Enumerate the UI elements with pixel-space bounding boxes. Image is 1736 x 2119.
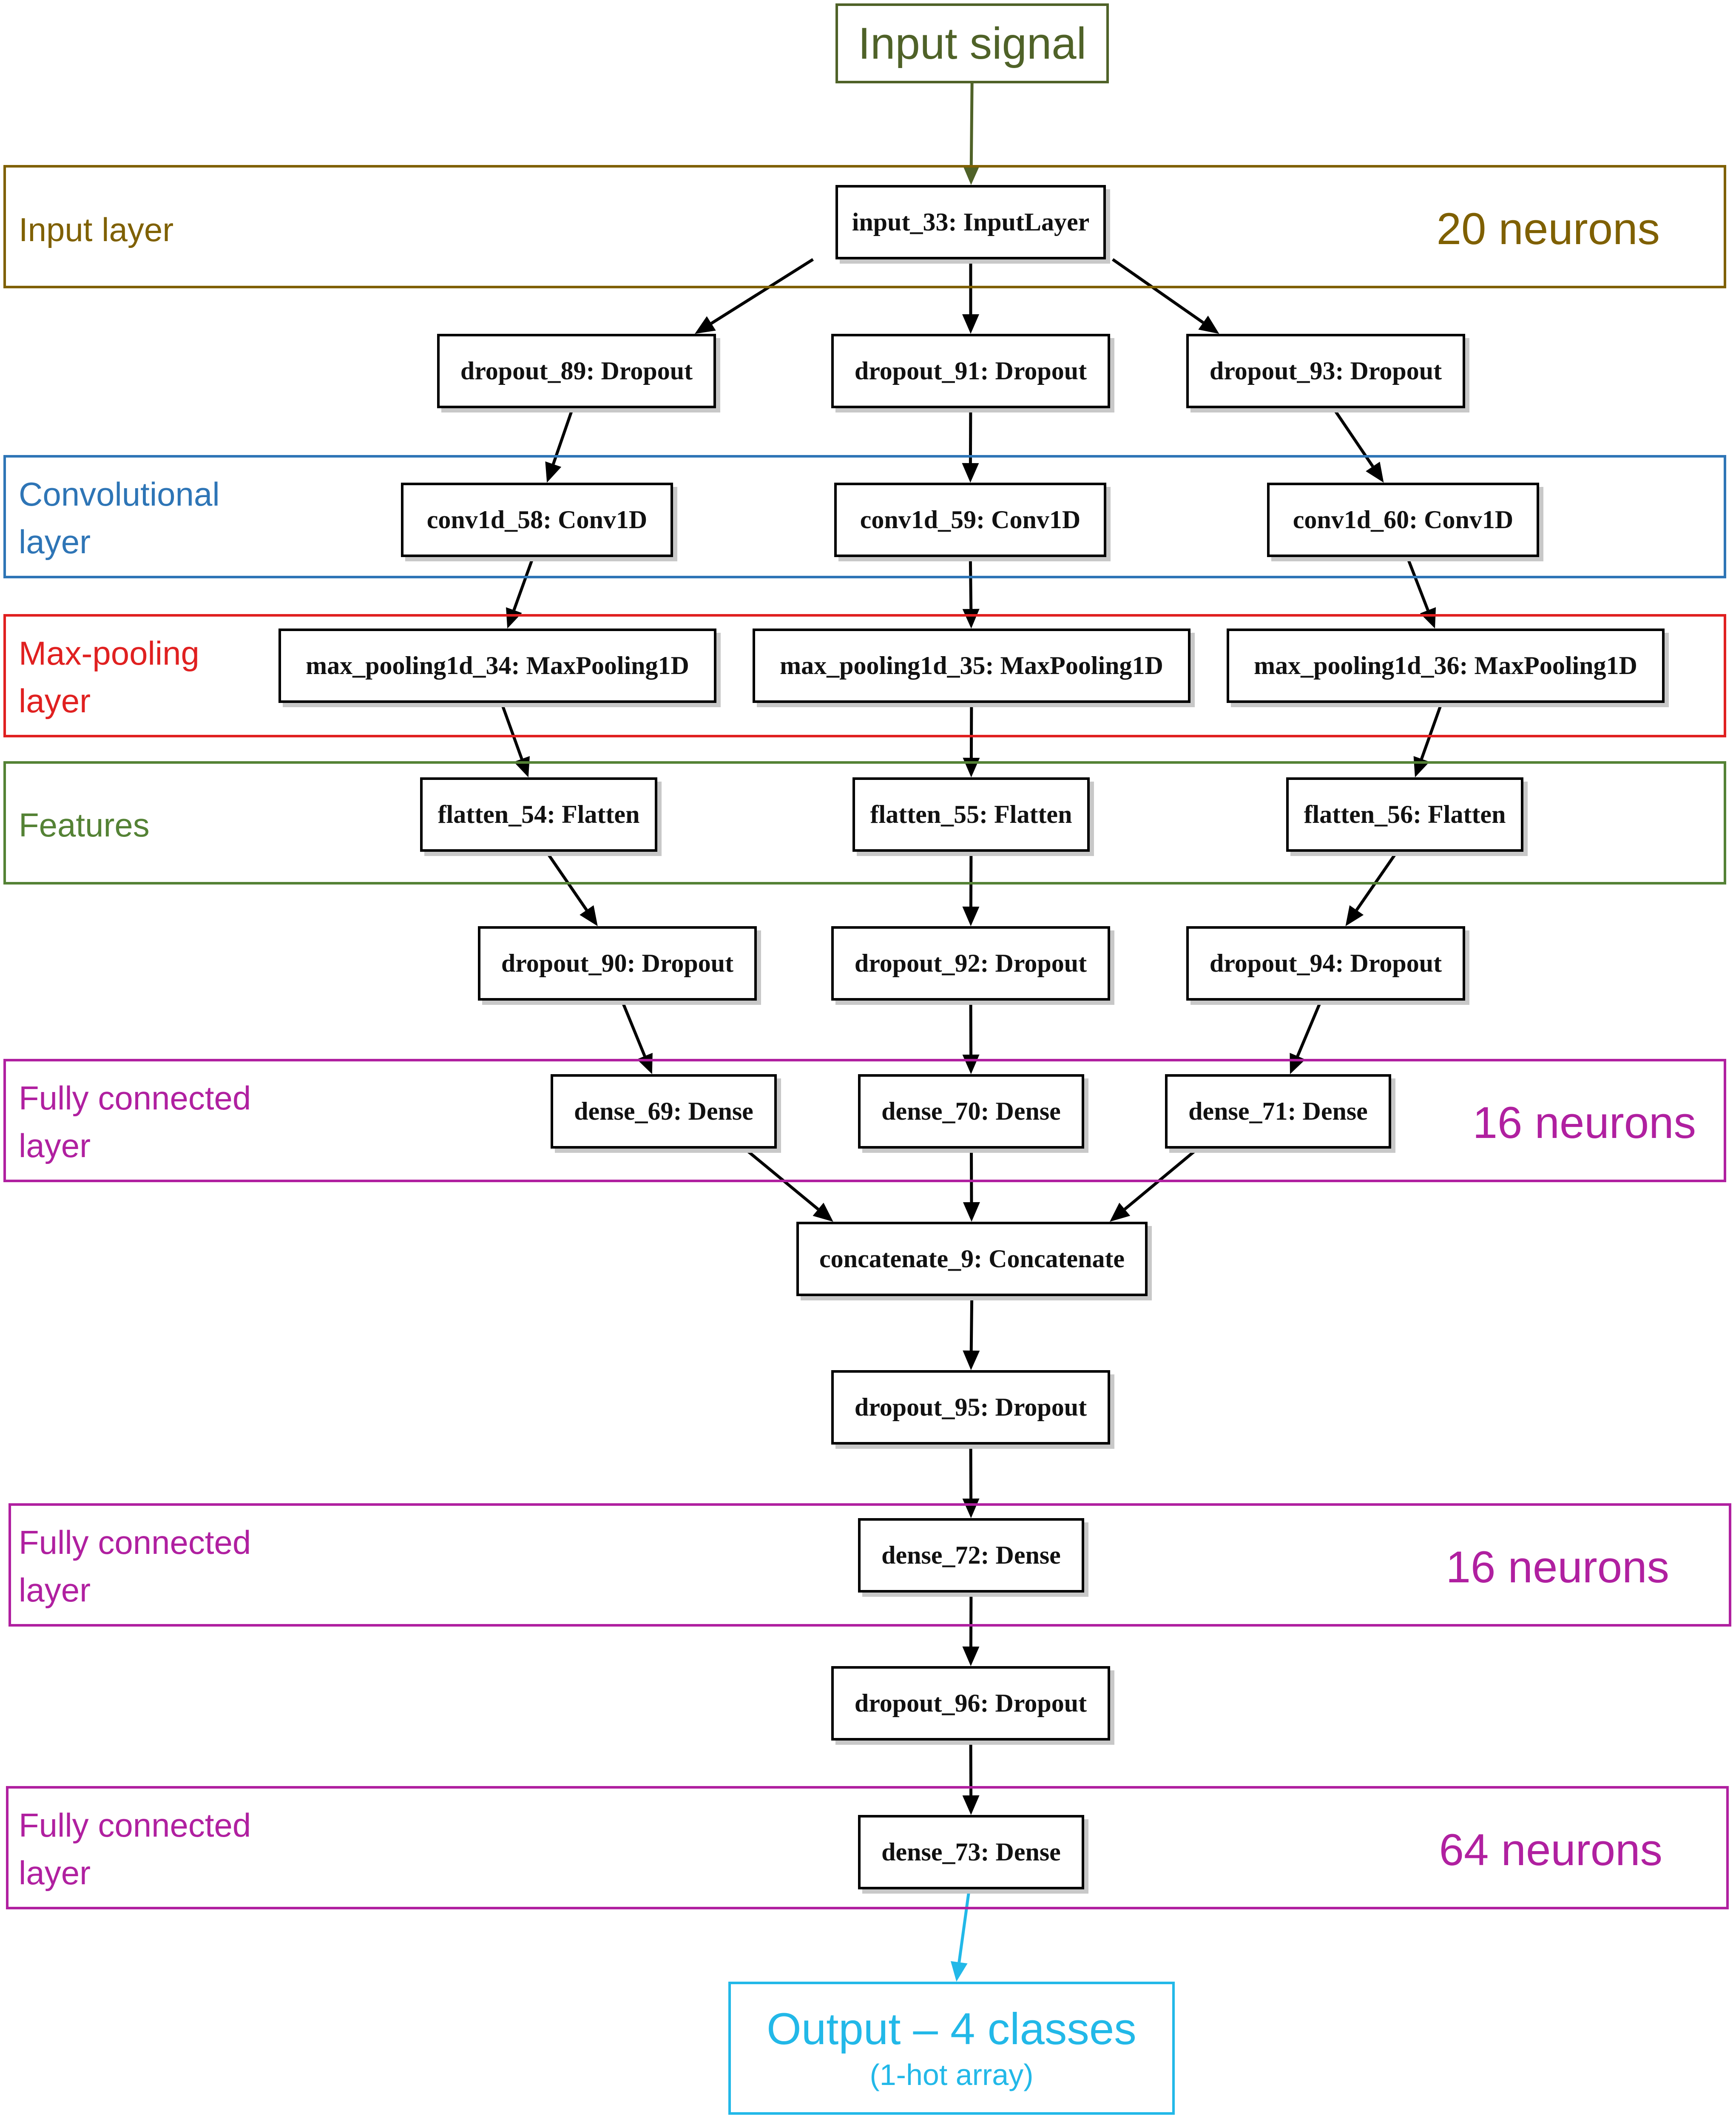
band-label-max-pooling-layer: Max-pooling layer — [19, 634, 199, 720]
input-signal-box: Input signal — [835, 3, 1109, 83]
band-label-fully-connected-2: Fully connected layer — [19, 1524, 251, 1609]
node-dense-71: dense_71: Dense — [1165, 1074, 1391, 1149]
arrowhead-input_signal-to-input_33 — [963, 165, 980, 185]
output-box: Output – 4 classes (1-hot array) — [728, 1982, 1175, 2115]
arrowhead-dense_70-to-concatenate_9 — [963, 1202, 980, 1222]
edge-input_33-to-dropout_93 — [1111, 258, 1204, 324]
edge-dropout_94-to-dense_71 — [1296, 1000, 1323, 1057]
arrowhead-flatten_55-to-dropout_92 — [962, 906, 980, 926]
arrowhead-flatten_56-to-dropout_94 — [1345, 905, 1364, 926]
band-fully-connected-1: Fully connected layer 16 neurons — [3, 1059, 1726, 1182]
arrowhead-conv1d_58-to-max_pooling1d_34 — [506, 607, 522, 629]
edge-flatten_56-to-dropout_94 — [1355, 851, 1398, 911]
band-input-layer: Input layer 20 neurons — [3, 165, 1726, 288]
edge-dense_69-to-concatenate_9 — [744, 1147, 819, 1211]
node-flatten-55: flatten_55: Flatten — [852, 777, 1090, 852]
arrowhead-input_33-to-dropout_93 — [1198, 316, 1219, 334]
edge-conv1d_60-to-max_pooling1d_36 — [1406, 556, 1429, 611]
arrowhead-dropout_89-to-conv1d_58 — [545, 461, 562, 483]
edge-conv1d_59-to-max_pooling1d_35 — [969, 557, 973, 609]
arrowhead-input_33-to-dropout_89 — [695, 316, 716, 334]
edge-flatten_54-to-dropout_90 — [545, 851, 588, 911]
node-concatenate-9: concatenate_9: Concatenate — [796, 1222, 1148, 1296]
edge-dropout_90-to-dense_69 — [620, 1000, 646, 1057]
node-dropout-95: dropout_95: Dropout — [831, 1370, 1110, 1445]
input-signal-label: Input signal — [858, 18, 1087, 68]
arrowhead-dropout_93-to-conv1d_60 — [1366, 461, 1384, 483]
arrowhead-concatenate_9-to-dropout_95 — [963, 1350, 980, 1370]
arrowhead-dropout_91-to-conv1d_59 — [962, 463, 979, 483]
band-fully-connected-3: Fully connected layer 64 neurons — [6, 1786, 1729, 1909]
band-fully-connected-2: Fully connected layer 16 neurons — [9, 1503, 1731, 1627]
node-dropout-91: dropout_91: Dropout — [831, 334, 1110, 408]
node-input-33: input_33: InputLayer — [835, 185, 1106, 259]
node-conv1d-58: conv1d_58: Conv1D — [401, 483, 673, 557]
arrowhead-dropout_96-to-dense_73 — [962, 1795, 980, 1815]
arrowhead-dense_71-to-concatenate_9 — [1110, 1203, 1131, 1222]
node-max-pooling1d-35: max_pooling1d_35: MaxPooling1D — [753, 629, 1190, 703]
node-dropout-96: dropout_96: Dropout — [831, 1666, 1110, 1741]
edge-max_pooling1d_34-to-flatten_54 — [500, 702, 523, 759]
arrowhead-dense_72-to-dropout_96 — [962, 1646, 980, 1666]
node-dense-72: dense_72: Dense — [858, 1518, 1084, 1593]
band-label-features: Features — [19, 806, 150, 844]
node-dense-73: dense_73: Dense — [858, 1815, 1084, 1889]
band-label-convolutional-layer: Convolutional layer — [19, 475, 220, 560]
band-convolutional-layer: Convolutional layer — [3, 455, 1726, 578]
band-features: Features — [3, 761, 1726, 885]
node-dropout-94: dropout_94: Dropout — [1186, 926, 1465, 1001]
arrowhead-dropout_90-to-dense_69 — [636, 1052, 653, 1074]
edge-input_33-to-dropout_89 — [710, 258, 814, 325]
node-conv1d-60: conv1d_60: Conv1D — [1267, 483, 1539, 557]
neurons-fully-connected-2: 16 neurons — [1446, 1542, 1669, 1592]
node-flatten-56: flatten_56: Flatten — [1286, 777, 1523, 852]
output-title: Output – 4 classes — [767, 2004, 1136, 2054]
arrowhead-dense_69-to-concatenate_9 — [813, 1203, 833, 1222]
node-dropout-92: dropout_92: Dropout — [831, 926, 1110, 1001]
edge-conv1d_58-to-max_pooling1d_34 — [512, 556, 534, 611]
arrowhead-input_33-to-dropout_91 — [962, 314, 979, 334]
neurons-fully-connected-1: 16 neurons — [1472, 1098, 1696, 1148]
arrowhead-dropout_94-to-dense_71 — [1290, 1052, 1306, 1074]
arrowhead-conv1d_59-to-max_pooling1d_35 — [962, 609, 980, 629]
node-dropout-89: dropout_89: Dropout — [437, 334, 716, 408]
node-dense-69: dense_69: Dense — [551, 1074, 777, 1149]
node-dropout-93: dropout_93: Dropout — [1186, 334, 1465, 408]
node-dense-70: dense_70: Dense — [858, 1074, 1084, 1149]
node-max-pooling1d-36: max_pooling1d_36: MaxPooling1D — [1227, 629, 1665, 703]
band-label-fully-connected-3: Fully connected layer — [19, 1806, 251, 1891]
node-max-pooling1d-34: max_pooling1d_34: MaxPooling1D — [278, 629, 716, 703]
arrowhead-flatten_54-to-dropout_90 — [580, 905, 598, 926]
arrowhead-conv1d_60-to-max_pooling1d_36 — [1420, 607, 1436, 629]
node-conv1d-59: conv1d_59: Conv1D — [834, 483, 1106, 557]
band-label-fully-connected-1: Fully connected layer — [19, 1079, 251, 1164]
arrowhead-dense_73-to-output — [950, 1961, 968, 1982]
edge-dense_71-to-concatenate_9 — [1124, 1147, 1199, 1211]
neurons-fully-connected-3: 64 neurons — [1439, 1825, 1662, 1875]
output-subtitle: (1-hot array) — [869, 2058, 1034, 2091]
band-label-input-layer: Input layer — [19, 211, 174, 248]
neurons-input-layer: 20 neurons — [1436, 204, 1660, 254]
edge-input_signal-to-input_33 — [969, 83, 974, 166]
node-flatten-54: flatten_54: Flatten — [420, 777, 657, 852]
edge-concatenate_9-to-dropout_95 — [969, 1296, 974, 1351]
edge-max_pooling1d_36-to-flatten_56 — [1420, 702, 1443, 759]
edge-dense_73-to-output — [957, 1889, 971, 1963]
node-dropout-90: dropout_90: Dropout — [478, 926, 757, 1001]
band-max-pooling-layer: Max-pooling layer — [3, 614, 1726, 737]
edge-dropout_89-to-conv1d_58 — [551, 407, 574, 465]
